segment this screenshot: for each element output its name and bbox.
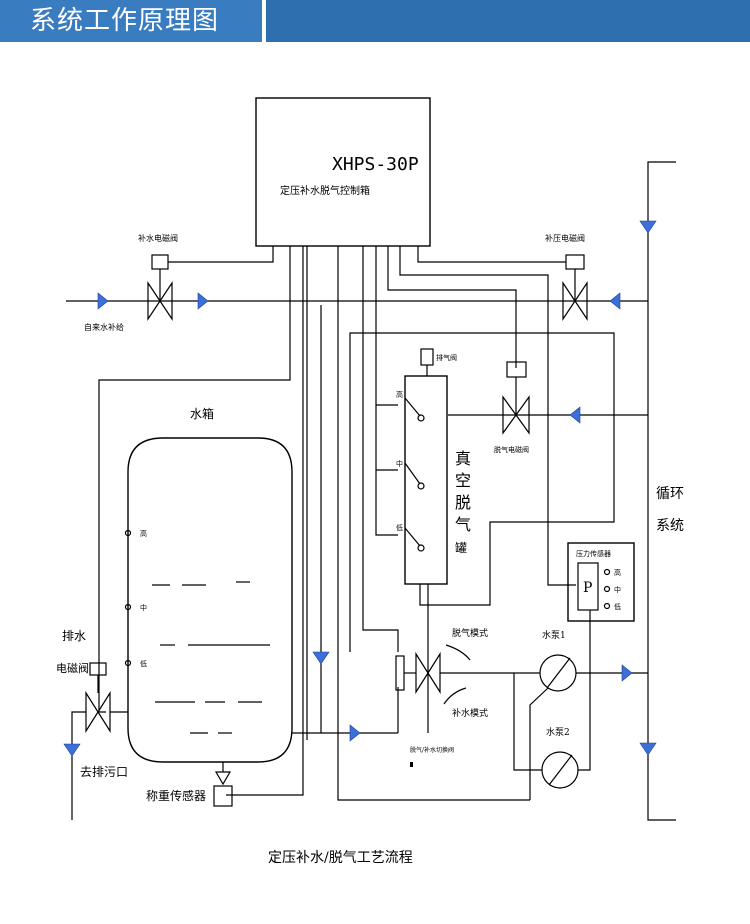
fill-mode-label: 补水模式: [452, 707, 488, 719]
tank-low-label: 低: [140, 659, 147, 668]
diagram-caption: 定压补水/脱气工艺流程: [268, 850, 413, 866]
page-title: 系统工作原理图: [30, 6, 220, 36]
pressure-dot-low: [603, 602, 611, 610]
inlet-arrow-2: [197, 292, 209, 310]
pressure-gauge: [577, 562, 599, 611]
water-tank: [127, 437, 293, 763]
header-divider: [262, 0, 266, 42]
vent-valve-label: 排气阀: [436, 353, 457, 362]
tank-char-4: 气: [455, 515, 471, 534]
circ-label-2: 系统: [656, 518, 684, 534]
tank-high-label: 高: [140, 529, 147, 538]
pressure-low-label: 低: [614, 602, 621, 611]
tank-outlet-arrow: [349, 724, 361, 742]
pump-outlet-arrow: [621, 664, 633, 682]
control-wires: [98, 246, 576, 801]
controller-model: XHPS-30P: [332, 154, 419, 175]
sewage-label: 去排污口: [80, 765, 128, 779]
pump-piping: [513, 672, 648, 800]
probe-low-label: 低: [396, 523, 403, 532]
controller-box: [255, 97, 431, 247]
three-way-marker: [410, 762, 413, 767]
pressure-dot-mid: [603, 585, 611, 593]
pressure-dot-high: [603, 568, 611, 576]
drain-arrow: [63, 743, 81, 757]
pump-1-label: 水泵1: [542, 629, 566, 641]
three-way-valve: [395, 584, 514, 733]
header-bar: 系统工作原理图: [0, 0, 750, 42]
drain-solenoid-valve: [71, 662, 128, 820]
circ-label-1: 循环: [656, 486, 684, 502]
pressure-high-label: 高: [614, 568, 621, 577]
tank-mid-label: 中: [140, 603, 147, 612]
drain-label-1: 排水: [62, 629, 86, 643]
inlet-arrow-right: [609, 292, 621, 310]
degas-solenoid-label: 脱气电磁阀: [494, 445, 529, 454]
three-way-label: 脱气/补水切换阀: [410, 746, 454, 754]
probe-high-label: 高: [396, 390, 403, 399]
vent-valve: [420, 348, 434, 376]
tank-down-arrow: [312, 651, 330, 665]
degas-mode-arrow: [445, 644, 471, 661]
probe-mid-label: 中: [396, 459, 403, 468]
fill-solenoid-valve: [147, 254, 173, 321]
pressure-sensor-box: [567, 542, 635, 622]
inlet-arrow-1: [97, 292, 109, 310]
pump-2: [541, 751, 579, 789]
tank-char-3: 脱: [455, 493, 471, 512]
pump-2-label: 水泵2: [546, 726, 570, 738]
drain-label-2: 电磁阀: [56, 661, 89, 675]
degas-return-line: [349, 332, 648, 652]
pressure-p-label: P: [583, 580, 592, 596]
pressure-mid-label: 中: [614, 585, 621, 594]
weight-sensor-label: 称重传感器: [146, 788, 206, 803]
process-diagram: XHPS-30P 定压补水脱气控制箱 自来水补给 补水电磁阀 补压电磁阀: [56, 97, 684, 866]
tank-char-1: 真: [455, 449, 471, 468]
level-probes: [404, 397, 425, 552]
degas-return-arrow: [569, 406, 581, 424]
fill-mode-arrow: [443, 687, 467, 705]
fill-solenoid-label: 补水电磁阀: [138, 233, 178, 243]
vacuum-tank: [404, 375, 448, 585]
controller-name: 定压补水脱气控制箱: [280, 184, 370, 197]
water-tank-label: 水箱: [190, 406, 214, 421]
right-solenoid-label: 补压电磁阀: [545, 233, 585, 243]
tank-level-low-dot: [124, 659, 132, 667]
water-surface-lines: [152, 581, 270, 734]
pump-1: [539, 654, 577, 692]
circ-arrow-top: [639, 220, 657, 234]
tank-outlet-line: [292, 305, 399, 734]
weight-sensor: [213, 762, 233, 807]
tank-char-2: 空: [455, 471, 471, 490]
tank-level-high-dot: [124, 529, 132, 537]
degas-solenoid-valve: [502, 361, 530, 435]
circ-arrow-bottom: [639, 742, 657, 756]
circulation-line: [647, 161, 676, 821]
tank-char-5: 罐: [455, 541, 467, 555]
tank-level-mid-dot: [124, 603, 132, 611]
degas-mode-label: 脱气模式: [452, 627, 488, 639]
pressure-sensor-label: 压力传感器: [576, 549, 611, 558]
right-solenoid-valve: [562, 254, 588, 321]
header-accent: [0, 0, 262, 42]
inlet-label: 自来水补给: [84, 322, 124, 332]
